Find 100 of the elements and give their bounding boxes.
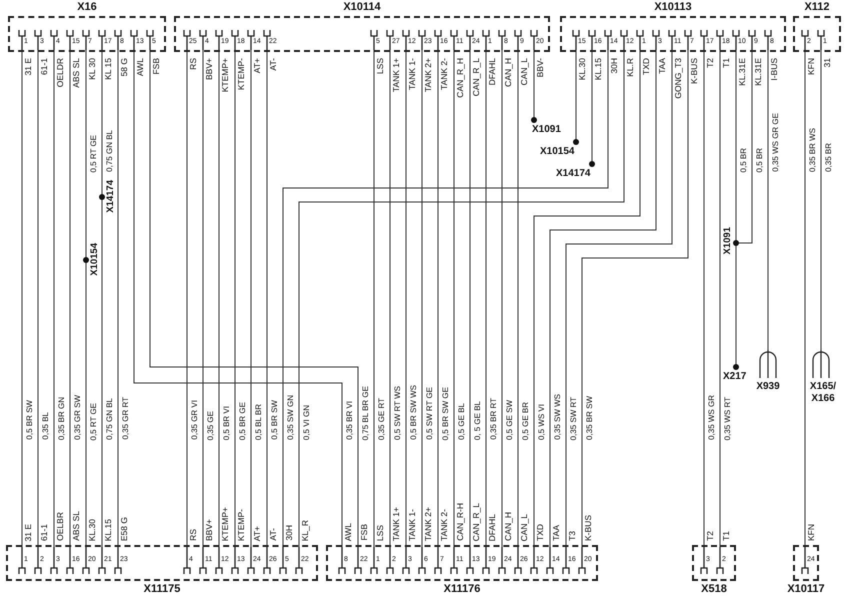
splice-label: X10154 <box>540 146 574 158</box>
signal-name: T1 <box>722 58 731 68</box>
wire <box>202 50 204 548</box>
wire-label: 0,35 WS RT <box>723 396 732 440</box>
wire-label: 0,5 BL BR <box>254 404 263 440</box>
signal-name: AT- <box>269 528 278 541</box>
signal-name: CAN_H <box>504 58 513 87</box>
signal-name: KL.30 <box>578 58 587 80</box>
wire <box>234 50 236 548</box>
signal-name: CAN_L <box>520 514 529 541</box>
wire-label: 0,35 BL <box>41 412 50 440</box>
wire-label: 0,5 SW RT WS <box>393 386 402 440</box>
signal-name: AWL <box>344 522 353 541</box>
wire-label: 0,35 SW GN <box>286 395 295 440</box>
wire-label: 0,5 GE BR <box>521 402 530 440</box>
signal-name: 30H <box>610 58 619 74</box>
signal-name: TANK 1- <box>408 58 417 90</box>
wire-label: 0, 5 GE BL <box>473 400 482 440</box>
signal-name: K-BUS <box>584 515 593 541</box>
wire-label: 0,5 VI GN <box>302 404 311 440</box>
wire-label: 0,35 WS GR GE <box>771 113 780 172</box>
signal-name: KTEMP+ <box>221 506 230 541</box>
signal-name: TANK 1- <box>408 509 417 541</box>
wire <box>740 50 752 244</box>
signal-name: KL.R <box>626 58 635 77</box>
signal-name: KTEMP+ <box>221 58 230 92</box>
connector-label: X939 <box>755 381 781 393</box>
signal-name: CAN_R_L <box>472 502 481 541</box>
wire-label: 0,5 RT GE <box>89 134 98 172</box>
wire-label: 0,35 BR WS <box>808 128 817 172</box>
wire-label: 0,75 BL BR GE <box>361 386 370 440</box>
signal-name: ABS SL <box>72 58 81 88</box>
wire <box>566 50 672 548</box>
signal-name: 61-1 <box>40 524 49 541</box>
signal-name: 58 G <box>120 58 129 76</box>
wire-label: 0,5 BR SW WS <box>409 385 418 440</box>
wire-label: 0,35 GR VI <box>190 400 199 440</box>
signal-name: AT- <box>269 58 278 71</box>
connector-label: X518 <box>701 583 727 595</box>
signal-name: BBV+ <box>205 58 214 80</box>
wire <box>218 50 220 548</box>
wire <box>804 50 806 548</box>
splice-label: X14174 <box>556 168 590 180</box>
connector-label: X16 <box>77 1 97 13</box>
wire <box>266 50 268 548</box>
signal-name: TANK 1+ <box>392 58 401 92</box>
signal-name: T2 <box>706 58 715 68</box>
wire-label: 0,5 BR SW <box>25 400 34 440</box>
wire-label: 0,35 SW RT <box>569 396 578 440</box>
signal-name: TANK 2- <box>440 58 449 90</box>
wire-label: 0,35 BR GN <box>57 396 66 440</box>
signal-name: CAN_R_L <box>472 58 481 96</box>
wire <box>250 50 252 548</box>
signal-name: AWL <box>136 58 145 76</box>
signal-name: KTEMP- <box>237 508 246 541</box>
signal-name: KL.15 <box>104 518 113 541</box>
signal-name: K-BUS <box>690 58 699 84</box>
signal-name: KFN <box>807 524 816 541</box>
signal-name: E58 G <box>120 516 129 541</box>
splice-label: X1091 <box>532 124 561 136</box>
connector-label: X10113 <box>654 1 692 13</box>
signal-name: KTEMP- <box>237 58 246 90</box>
wire-label: 0,5 WS VI <box>537 404 546 440</box>
wire-label: 0,5 RT GE <box>89 402 98 440</box>
wire-label: 0,35 WS GR <box>707 395 716 440</box>
wire-label: 0,5 GE BL <box>457 403 466 440</box>
signal-name: BBV+ <box>205 519 214 541</box>
signal-name: OELBR <box>56 512 65 541</box>
signal-name: 31 E <box>24 58 33 76</box>
wire-label: 0,35 SW WS <box>553 394 562 440</box>
signal-name: KL.15 <box>594 58 603 80</box>
signal-name: CAN_R-H <box>456 503 465 541</box>
connector-label: X10114 <box>343 1 381 13</box>
signal-name: KL.31E <box>754 58 763 86</box>
splice-label: X14174 <box>105 180 116 213</box>
wire <box>582 50 688 548</box>
wire-label: 0,5 SW RT GE <box>425 387 434 440</box>
wire-label: 0,5 BR SW GE <box>441 386 450 440</box>
signal-name: I-BUS <box>770 58 779 81</box>
wire-label: 0,5 BR GE <box>238 402 247 440</box>
wire-label: 0,35 BR VI <box>345 401 354 440</box>
signal-name: LSS <box>376 58 385 74</box>
signal-name: LSS <box>376 524 385 541</box>
signal-name: KL.30 <box>88 518 97 541</box>
signal-name: CAN_H <box>504 512 513 541</box>
signal-name: AT+ <box>253 526 262 541</box>
signal-name: KL 30 <box>88 58 97 80</box>
connector-label: X112 <box>804 1 830 13</box>
connector-label: X10117 <box>787 583 825 595</box>
signal-name: CAN_L <box>520 58 529 86</box>
signal-name: TANK 2- <box>440 509 449 541</box>
wire-label: 0,75 GN BL <box>105 130 114 172</box>
signal-name: T1 <box>722 531 731 541</box>
signal-name: RS <box>189 58 198 70</box>
wire <box>186 50 188 548</box>
wire <box>820 50 822 350</box>
signal-name: 61-1 <box>40 58 49 76</box>
signal-name: GONG_T3 <box>674 58 683 99</box>
wire-label: 0,35 GE <box>206 410 215 440</box>
signal-name: DFAHL <box>488 514 497 541</box>
